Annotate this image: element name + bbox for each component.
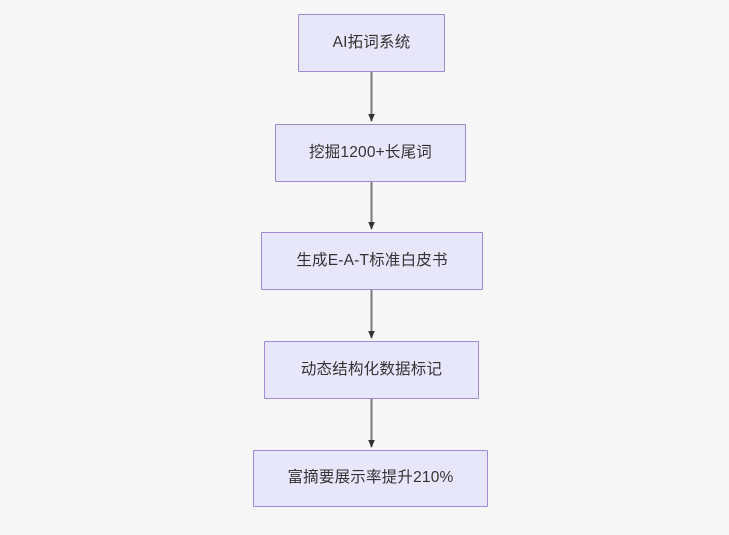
flow-node-label: 富摘要展示率提升210% [287, 469, 454, 487]
flow-node-dynamic-structured-data-markup[interactable]: 动态结构化数据标记 [264, 341, 479, 399]
flow-node-mine-longtail-keywords[interactable]: 挖掘1200+长尾词 [275, 124, 466, 182]
flow-node-label: AI拓词系统 [332, 33, 411, 51]
flow-node-label: 动态结构化数据标记 [300, 360, 443, 378]
flow-node-rich-snippet-impression-lift[interactable]: 富摘要展示率提升210% [253, 450, 488, 507]
flow-node-ai-keyword-system[interactable]: AI拓词系统 [298, 14, 445, 72]
flow-node-generate-eat-whitepaper[interactable]: 生成E-A-T标准白皮书 [261, 232, 483, 290]
flow-node-label: 生成E-A-T标准白皮书 [296, 251, 448, 269]
flow-node-label: 挖掘1200+长尾词 [308, 143, 433, 161]
